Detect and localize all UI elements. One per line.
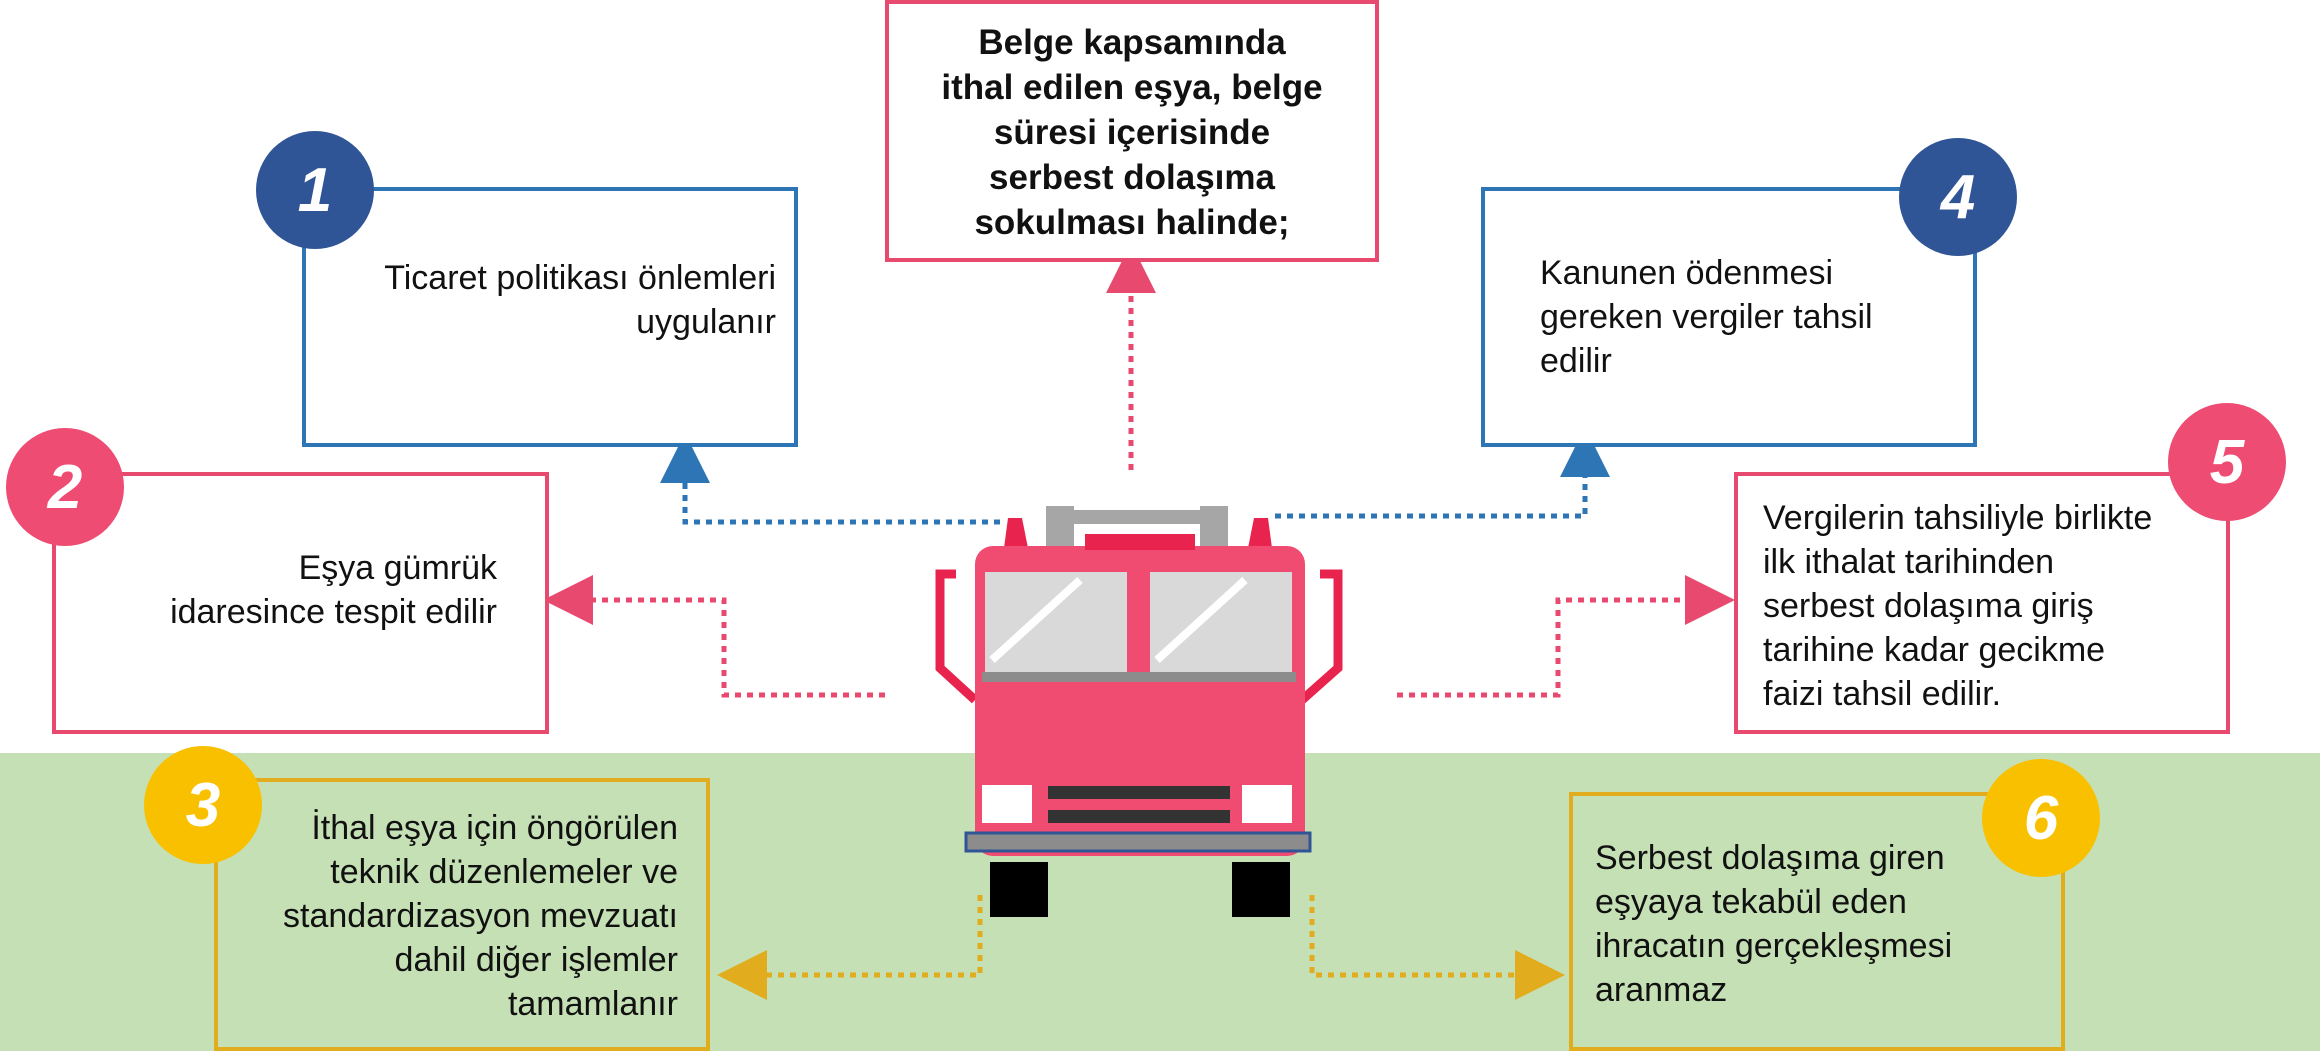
number-badge-1: 1 [256,131,374,249]
item-line: ilk ithalat tarihinden [1763,543,2055,581]
item-text-3: İthal eşya için öngörülen teknik düzenle… [283,806,678,1026]
item-text-4: Kanunen ödenmesi gereken vergiler tahsil… [1540,251,1873,383]
item-line: dahil diğer işlemler [394,941,678,979]
item-text-2: Eşya gümrük idaresince tespit edilir [170,546,497,634]
item-line: Ticaret politikası önlemleri [384,259,776,297]
header-line: süresi içerisinde [993,113,1271,152]
item-box-2: Eşya gümrük idaresince tespit edilir [52,472,549,734]
connector-3 [717,895,983,1000]
number-badge-3: 3 [144,746,262,864]
item-line: teknik düzenlemeler ve [330,853,678,891]
item-line: Kanunen ödenmesi [1540,254,1834,292]
item-line: Vergilerin tahsiliyle birlikte [1763,499,2153,537]
item-line: ihracatın gerçekleşmesi [1595,927,1953,965]
badge-number: 6 [2023,783,2059,853]
number-badge-6: 6 [1982,759,2100,877]
item-line: serbest dolaşıma giriş [1763,587,2094,625]
item-line: idaresince tespit edilir [170,593,497,631]
connector-6 [1309,895,1565,1000]
item-line: tamamlanır [507,985,678,1023]
item-line: tarihine kadar gecikme [1763,631,2106,669]
number-badge-4: 4 [1899,138,2017,256]
item-line: Eşya gümrük [298,549,497,587]
item-text-6: Serbest dolaşıma giren eşyaya tekabül ed… [1595,836,1952,1012]
fire-truck-icon [935,506,1343,917]
item-line: faizi tahsil edilir. [1763,675,2002,713]
header-box: Belge kapsamında ithal edilen eşya, belg… [885,0,1379,262]
item-line: edilir [1540,342,1612,380]
item-line: Serbest dolaşıma giren [1595,839,1945,877]
item-box-1: Ticaret politikası önlemleri uygulanır [302,187,798,447]
connector-1 [660,433,1000,525]
item-line: eşyaya tekabül eden [1595,883,1907,921]
header-line: Belge kapsamında [978,23,1286,62]
number-badge-5: 5 [2168,403,2286,521]
item-text-1: Ticaret politikası önlemleri uygulanır [384,256,776,344]
item-line: İthal eşya için öngörülen [311,809,678,847]
item-box-4: Kanunen ödenmesi gereken vergiler tahsil… [1481,187,1977,447]
item-text-5: Vergilerin tahsiliyle birlikte ilk ithal… [1763,496,2152,716]
badge-number: 2 [47,452,83,522]
item-box-3: İthal eşya için öngörülen teknik düzenle… [214,778,710,1051]
header-line: sokulması halinde; [974,203,1290,242]
connector-2 [543,575,885,698]
badge-number: 3 [185,770,221,840]
item-line: gereken vergiler tahsil [1540,298,1873,336]
connector-4 [1275,427,1610,519]
badge-number: 1 [297,155,333,225]
badge-number: 5 [2209,427,2245,497]
item-box-6: Serbest dolaşıma giren eşyaya tekabül ed… [1569,792,2065,1051]
item-box-5: Vergilerin tahsiliyle birlikte ilk ithal… [1734,472,2230,734]
header-line: ithal edilen eşya, belge [941,68,1323,107]
item-line: uygulanır [636,303,776,341]
item-line: standardizasyon mevzuatı [283,897,678,935]
header-text: Belge kapsamında ithal edilen eşya, belg… [889,20,1375,245]
connector-5 [1397,575,1735,698]
header-line: serbest dolaşıma [989,158,1275,197]
badge-number: 4 [1940,162,1976,232]
item-line: aranmaz [1595,971,1728,1009]
number-badge-2: 2 [6,428,124,546]
